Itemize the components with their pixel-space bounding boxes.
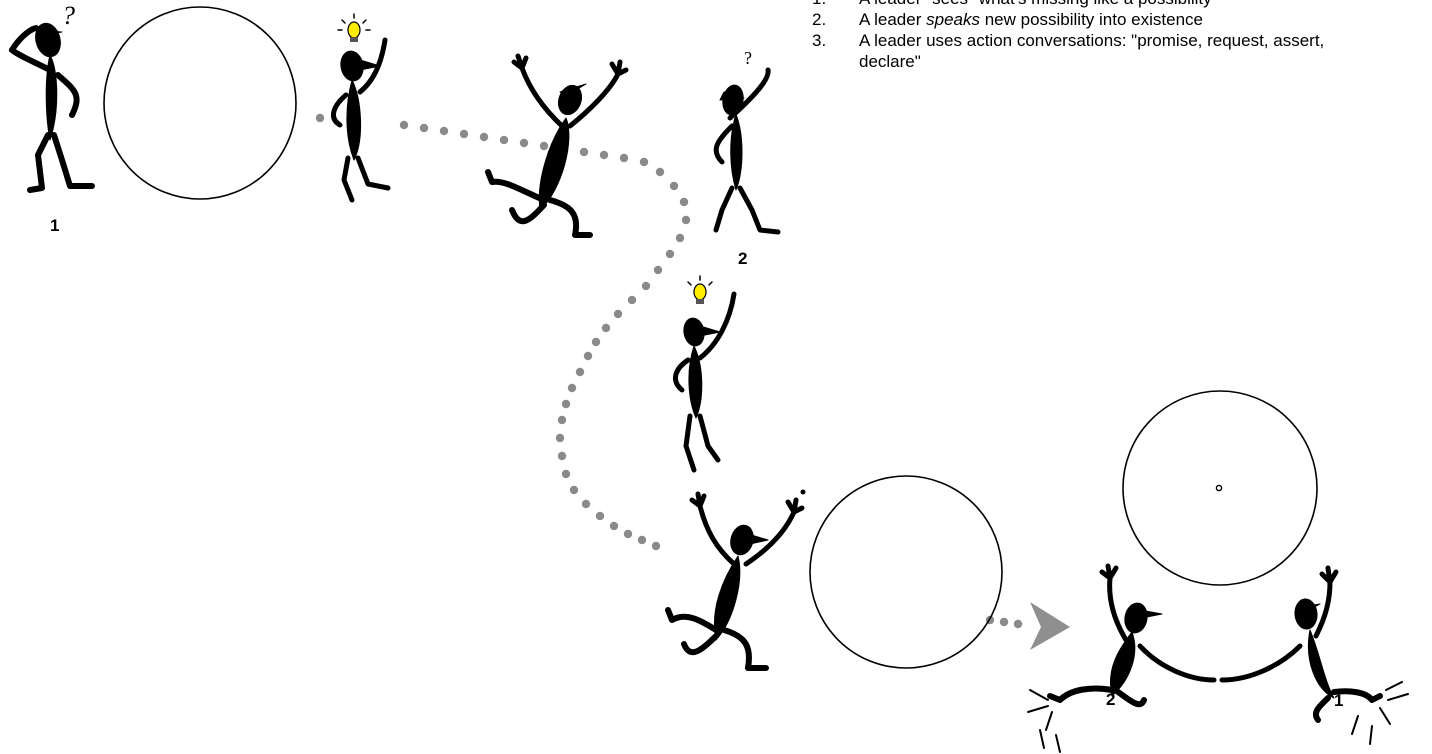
label-1-bottom: 1 [1334, 691, 1343, 710]
path-dot [561, 399, 571, 409]
path-dot [669, 181, 679, 191]
path-dot [591, 337, 601, 347]
lightbulb-icon [337, 13, 371, 42]
list-item-emphasis: speaks [926, 10, 980, 29]
question-icon: ? [62, 1, 75, 30]
jumping-person-icon [665, 491, 805, 671]
path-dot [595, 511, 605, 521]
possibility-circle-bottom-right [1122, 390, 1318, 586]
path-dot [601, 323, 611, 333]
idea-person-icon [330, 13, 391, 203]
possibility-circle-middle [809, 475, 1003, 669]
thinking-person-icon: ? [713, 48, 781, 235]
path-dot [583, 351, 593, 361]
list-item: 3. A leader uses action conversations: "… [812, 30, 1372, 72]
path-dot [1013, 619, 1023, 629]
path-dot [651, 541, 661, 551]
list-item: 2. A leader speaks new possibility into … [812, 9, 1372, 30]
question-icon: ? [744, 48, 752, 68]
path-dot [681, 215, 691, 225]
path-dot [575, 367, 585, 377]
path-dot [459, 129, 469, 139]
path-dot [555, 433, 565, 443]
celebrating-person-icon [1027, 563, 1217, 753]
list-item-number: 1. [812, 0, 826, 9]
list-item-text: A leader [859, 10, 927, 29]
label-1-top: 1 [50, 216, 59, 235]
path-dot [627, 295, 637, 305]
idea-person-icon [672, 275, 737, 473]
path-dot [315, 113, 325, 123]
path-dot [655, 167, 665, 177]
path-dot [679, 197, 689, 207]
path-dot [609, 521, 619, 531]
path-dot [419, 123, 429, 133]
path-dot [581, 499, 591, 509]
path-dot [623, 529, 633, 539]
path-dot [637, 535, 647, 545]
path-dot [499, 135, 509, 145]
small-dot-icon [1215, 484, 1223, 492]
path-dot [557, 451, 567, 461]
path-dot [599, 150, 609, 160]
label-2-bottom: 2 [1106, 690, 1115, 709]
list-item-number: 3. [812, 31, 827, 50]
path-dot [557, 415, 567, 425]
path-dot [579, 147, 589, 157]
celebrating-person-icon [1219, 565, 1409, 745]
label-2-middle: 2 [738, 249, 747, 268]
path-dot [613, 309, 623, 319]
arrow-icon [1030, 602, 1070, 650]
path-dot [479, 132, 489, 142]
path-dot [519, 138, 529, 148]
path-dot [439, 126, 449, 136]
path-dot [567, 383, 577, 393]
path-dot [569, 485, 579, 495]
list-item-text-tail: new possibility into existence [979, 10, 1203, 29]
small-dot-icon [800, 489, 806, 495]
path-dot [641, 281, 651, 291]
leadership-list: 1. A leader "sees" what's missing like a… [812, 0, 1372, 72]
path-dot [639, 157, 649, 167]
list-item-text: A leader uses action conversations: "pro… [859, 31, 1325, 71]
path-dot [653, 265, 663, 275]
dotted-path [315, 113, 1023, 629]
lightbulb-icon [687, 275, 713, 304]
thinking-person-icon: ? [9, 1, 95, 193]
path-dot [539, 141, 549, 151]
possibility-circle-top [103, 6, 297, 200]
list-item: 1. A leader "sees" what's missing like a… [812, 0, 1372, 9]
path-dot [619, 153, 629, 163]
path-dot [675, 233, 685, 243]
path-dot [999, 617, 1009, 627]
jumping-person-icon [485, 53, 629, 238]
list-item-text: A leader "sees" what's missing like a po… [859, 0, 1212, 8]
list-item-number: 2. [812, 10, 827, 29]
path-dot [665, 249, 675, 259]
path-dot [399, 120, 409, 130]
path-dot [561, 469, 571, 479]
